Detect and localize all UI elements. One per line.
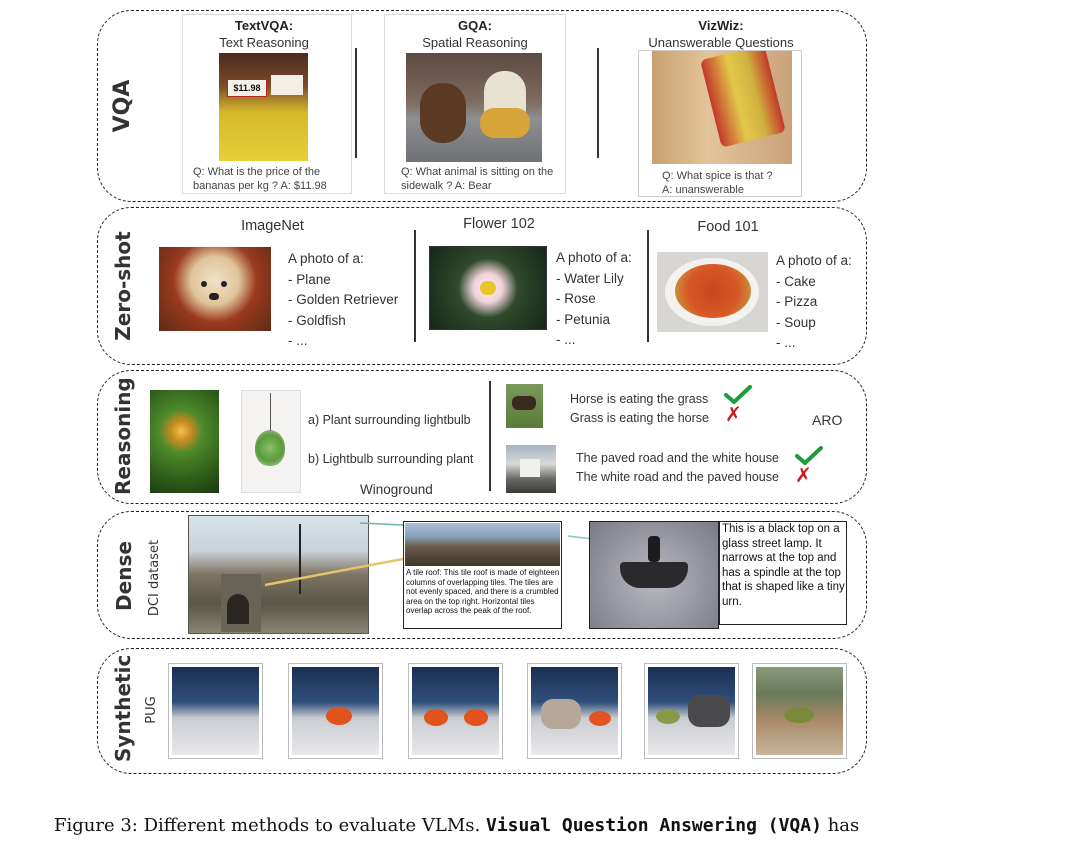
winoground-option-b: b) Lightbulb surrounding plant [308, 452, 474, 466]
aro-correct-2: The paved road and the white house [576, 451, 779, 465]
pug-image-two-goldfish [408, 663, 503, 759]
figure-caption: Figure 3: Different methods to evaluate … [54, 815, 859, 836]
caption-bold: Visual Question Answering (VQA) [486, 815, 822, 836]
lamp-caption: This is a black top on a glass street la… [722, 523, 845, 608]
caption-suffix: has [827, 815, 860, 836]
price-tag: $11.98 [227, 79, 267, 97]
house-road-image [506, 445, 556, 493]
zs-option: - Water Lily [556, 270, 624, 286]
vqa-title-textvqa: TextVQA: [234, 18, 294, 33]
lightbulb-wire [270, 393, 271, 431]
cross-icon: ✗ [795, 463, 812, 487]
teddy-bears-image [406, 53, 542, 162]
winoground-label: Winoground [360, 482, 433, 497]
row-label-vqa: VQA [110, 79, 135, 133]
lightbulb-plant-card [241, 390, 301, 493]
check-icon [795, 446, 823, 465]
zs-option: - Rose [556, 291, 596, 306]
row-sublabel-synthetic: PUG [144, 696, 159, 724]
aro-label: ARO [812, 412, 843, 428]
dense-panel [97, 511, 867, 639]
lightbulb-leaves-image [150, 390, 219, 493]
zeroshot-panel [97, 207, 867, 365]
vqa-divider-1 [355, 48, 357, 158]
row-sublabel-dense: DCI dataset [147, 539, 162, 617]
pug-image-empty [168, 663, 263, 759]
pizza-image [657, 252, 768, 332]
zs-divider-2 [647, 230, 649, 342]
zs-option: - Soup [776, 314, 816, 330]
zs-option: - Golden Retriever [288, 292, 399, 307]
zs-title-imagenet: ImageNet [241, 218, 304, 234]
aro-wrong-1: Grass is eating the horse [570, 411, 709, 425]
aro-wrong-2: The white road and the paved house [576, 470, 779, 484]
zs-title-flower: Flower 102 [463, 216, 535, 232]
spice-jar-image [652, 51, 792, 164]
zs-prompt-flower: A photo of a: [556, 250, 632, 265]
pug-image-fish-elephant [644, 663, 739, 759]
vqa-title-gqa: GQA: [458, 18, 492, 33]
zs-prompt-food: A photo of a: [776, 253, 852, 268]
vqa-qa-gqa: Q: What animal is sitting on the sidewal… [401, 166, 554, 192]
lamp-caption-box [719, 521, 847, 625]
tile-roof-caption: A tile roof: This tile roof is made of e… [406, 568, 560, 615]
pug-image-forest-scene [752, 663, 847, 759]
vqa-qa-textvqa: Q: What is the price of the bananas per … [193, 166, 327, 192]
vqa-qa-vizwiz-q: Q: What spice is that ? [662, 170, 773, 182]
row-label-zeroshot: Zero-shot [111, 231, 135, 341]
street-scene-image [188, 515, 369, 634]
zs-option: - Cake [776, 273, 816, 289]
row-label-reasoning: Reasoning [111, 377, 135, 495]
zs-option: - ... [288, 333, 308, 348]
caption-prefix: Figure 3: Different methods to evaluate … [54, 815, 481, 836]
zs-option: - Petunia [556, 311, 611, 327]
pug-image-goldfish [288, 663, 383, 759]
zs-list-flower: A photo of a: - Water Lily - Rose - Petu… [556, 248, 646, 351]
reasoning-panel [97, 370, 867, 504]
zs-option: - Pizza [776, 294, 818, 309]
golden-retriever-image [159, 247, 271, 331]
check-icon [724, 385, 752, 404]
vqa-subtitle-textvqa: Text Reasoning [219, 35, 309, 50]
vqa-panel [97, 10, 867, 202]
pug-image-elephant-goldfish [527, 663, 622, 759]
bananas-image: $11.98 [219, 53, 308, 161]
vqa-subtitle-gqa: Spatial Reasoning [422, 35, 528, 50]
water-lily-image [429, 246, 547, 330]
aro-correct-1: Horse is eating the grass [570, 392, 709, 406]
zs-option: - ... [556, 332, 576, 347]
winoground-option-a: a) Plant surrounding lightbulb [308, 413, 471, 427]
row-label-synthetic: Synthetic [111, 654, 135, 762]
zs-option: - Goldfish [288, 312, 346, 328]
zs-list-imagenet: A photo of a: - Plane - Golden Retriever… [288, 249, 408, 352]
zs-title-food: Food 101 [697, 219, 759, 235]
zs-option: - Plane [288, 271, 331, 287]
zs-list-food: A photo of a: - Cake - Pizza - Soup - ..… [776, 251, 864, 354]
vqa-subtitle-vizwiz: Unanswerable Questions [648, 35, 794, 50]
tile-roof-image [405, 523, 560, 566]
zs-option: - ... [776, 335, 796, 350]
vqa-title-vizwiz: VizWiz: [698, 18, 744, 33]
synthetic-panel [97, 648, 867, 774]
street-lamp-image [589, 521, 719, 629]
horse-image [506, 384, 543, 428]
cross-icon: ✗ [725, 402, 742, 426]
zs-divider-1 [414, 230, 416, 342]
lightbulb-plant-image [255, 430, 285, 466]
zs-prompt-imagenet: A photo of a: [288, 251, 364, 266]
row-label-dense: Dense [112, 541, 136, 611]
vqa-divider-2 [597, 48, 599, 158]
vqa-qa-vizwiz-a: A: unanswerable [662, 184, 744, 196]
vqa-card-textvqa [182, 14, 352, 194]
reasoning-divider [489, 381, 491, 491]
